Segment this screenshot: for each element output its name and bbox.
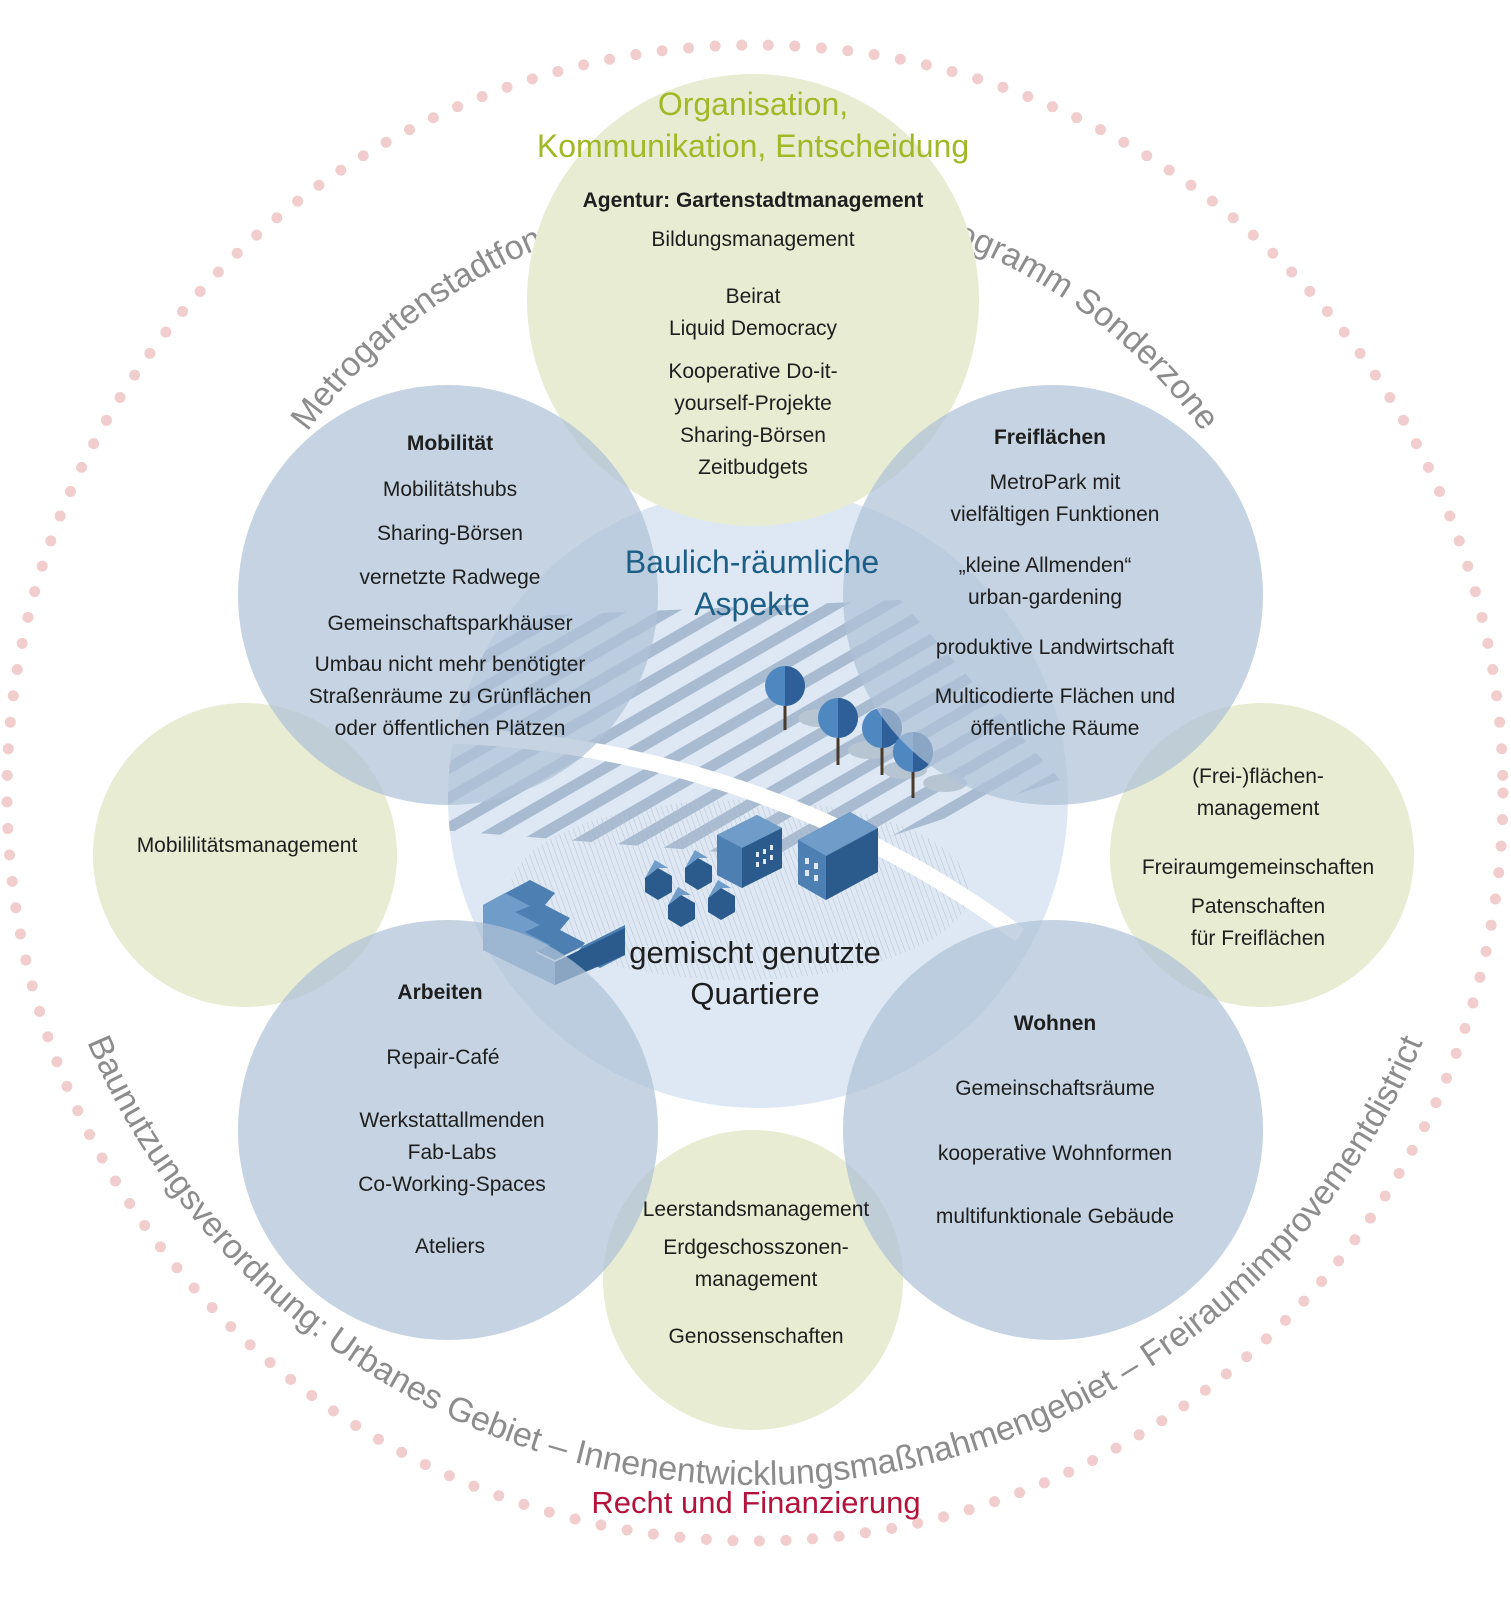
freiflaechen-item: vielfältigen Funktionen [951,503,1160,526]
organisation-item: yourself-Projekte [674,392,832,415]
mobilitaet-item: Sharing-Börsen [377,522,523,545]
freiflaechen-item: produktive Landwirtschaft [936,636,1174,659]
mobilitaet-item: Mobilitätshubs [383,478,517,501]
center-title-1: Baulich-räumliche [625,544,879,580]
leerstand-item: Leerstandsmanagement [643,1198,870,1221]
arbeiten-item: Werkstattallmenden [359,1109,544,1132]
circle-mobilitaetsmanagement [93,703,397,1007]
circle-organisation [527,74,979,526]
organisation-heading: Agentur: Gartenstadtmanagement [583,189,924,212]
mobilitaet-item: vernetzte Radwege [360,566,541,589]
circle-freiflaechenmanagement [1110,703,1414,1007]
leerstand-item: management [695,1268,818,1291]
freiflaechenmanagement-item: Patenschaften [1191,895,1325,918]
wohnen-heading: Wohnen [1014,1012,1096,1035]
mobilitaet-heading: Mobilität [407,432,493,455]
mobilitaet-item: Gemeinschaftsparkhäuser [327,612,572,635]
recht-title: Recht und Finanzierung [591,1485,920,1520]
leerstand-item: Genossenschaften [668,1325,843,1348]
organisation-item: Zeitbudgets [698,456,808,479]
wohnen-item: multifunktionale Gebäude [936,1205,1174,1228]
ring-dots [1,39,1509,1547]
freiflaechen-item: MetroPark mit [990,471,1121,494]
wohnen-item: kooperative Wohnformen [938,1142,1172,1165]
circle-freiflaechen [843,385,1263,805]
freiflaechen-item: Multicodierte Flächen und [935,685,1175,708]
circle-wohnen [843,920,1263,1340]
organisation-item: Bildungsmanagement [651,228,854,251]
circle-arbeiten [238,920,658,1340]
circle-mobilitaet [238,385,658,805]
center-title-2: Aspekte [694,586,810,622]
organisation-item: Kooperative Do-it- [668,360,837,383]
freiflaechenmanagement-item: Freiraumgemeinschaften [1142,856,1374,879]
freiflaechen-item: „kleine Allmenden“ [959,554,1132,577]
mobilitaet-item: Umbau nicht mehr benötigter [315,653,586,676]
arbeiten-item: Co-Working-Spaces [358,1173,546,1196]
freiflaechenmanagement-item: management [1197,797,1320,820]
mobilitaetsmanagement-label: Mobililitätsmanagement [137,834,358,857]
freiflaechen-item: öffentliche Räume [971,717,1140,740]
arbeiten-item: Fab-Labs [408,1141,497,1164]
organisation-title-2: Kommunikation, Entscheidung [537,128,969,164]
mobilitaet-item: Straßenräume zu Grünflächen [309,685,591,708]
wohnen-item: Gemeinschaftsräume [955,1077,1155,1100]
mobilitaet-item: oder öffentlichen Plätzen [335,717,566,740]
arbeiten-item: Ateliers [415,1235,485,1258]
freiflaechenmanagement-item: (Frei-)flächen- [1192,765,1324,788]
center-sub-2: Quartiere [690,976,819,1011]
circle-leerstand [603,1130,903,1430]
organisation-item: Beirat [726,285,781,308]
organisation-title-1: Organisation, [658,86,848,122]
organisation-item: Liquid Democracy [669,317,838,340]
arbeiten-heading: Arbeiten [397,981,482,1004]
leerstand-item: Erdgeschosszonen- [663,1236,849,1259]
freiflaechen-item: urban-gardening [968,586,1122,609]
freiflaechen-heading: Freiflächen [994,426,1106,449]
organisation-item: Sharing-Börsen [680,424,826,447]
arbeiten-item: Repair-Café [386,1046,499,1069]
freiflaechenmanagement-item: für Freiflächen [1191,927,1325,950]
center-sub-1: gemischt genutzte [629,935,881,970]
